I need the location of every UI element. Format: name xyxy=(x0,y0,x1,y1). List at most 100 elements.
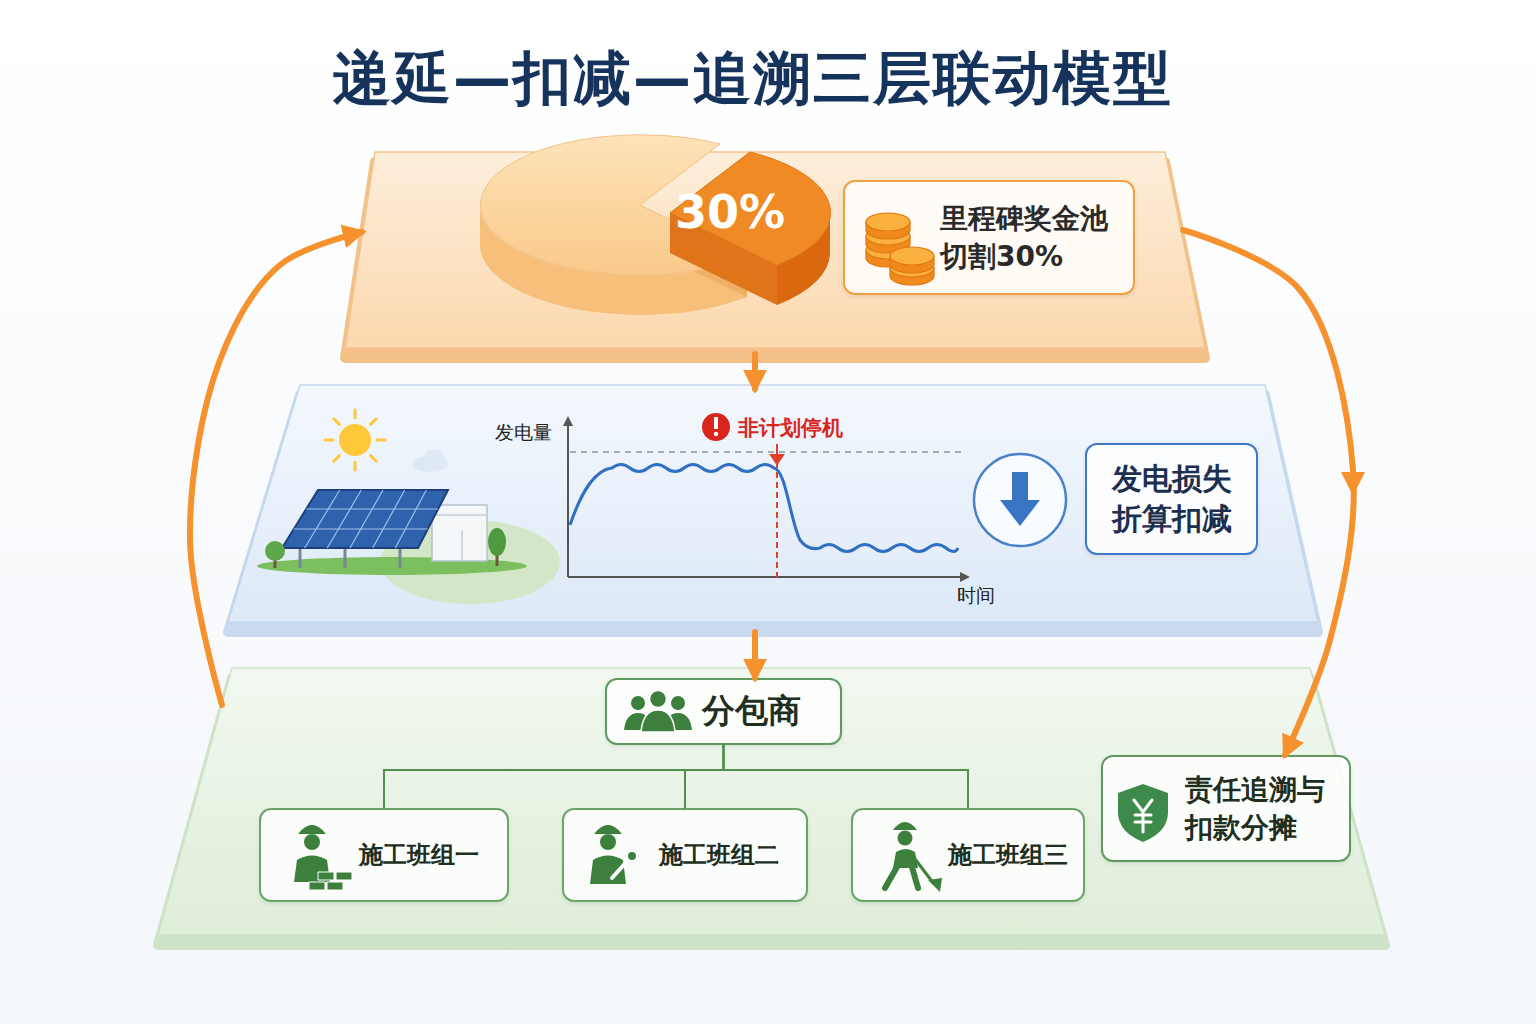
solar-scene xyxy=(257,410,560,604)
down-arrow-icon xyxy=(1000,472,1040,526)
person-head xyxy=(650,691,667,708)
process-box: 发电损失 折算扣减 xyxy=(1085,443,1258,555)
person-body xyxy=(664,713,692,730)
outage-pointer xyxy=(771,444,783,464)
person-head xyxy=(671,696,685,710)
coin xyxy=(890,268,934,285)
capacity-line xyxy=(570,451,962,453)
worker-body xyxy=(893,849,918,868)
worker-head xyxy=(898,831,913,846)
pie-top xyxy=(481,135,747,275)
diagram-title: 递延—扣减—追溯三层联动模型 xyxy=(0,40,1506,118)
layer-band: 30% 里程碑奖金池 切割30% xyxy=(345,152,1205,358)
wrench xyxy=(612,858,630,878)
hardhat xyxy=(298,825,326,834)
panel-legs xyxy=(300,548,400,568)
sun xyxy=(339,424,371,456)
node-label: 施工班组三 xyxy=(948,810,1083,900)
yen-symbol xyxy=(1134,800,1152,832)
worker-legs xyxy=(885,867,918,888)
slice-side xyxy=(777,213,830,305)
pie-slice xyxy=(670,152,831,265)
y-axis xyxy=(567,418,569,577)
worker-icon xyxy=(294,825,352,890)
process-box: 施工班组二 xyxy=(562,808,808,902)
node-label: 责任追溯与 扣款分摊 xyxy=(1185,757,1345,860)
deduction-icon xyxy=(974,454,1066,546)
layer-band: 发电量 非计划停机时间 发电损失 折算扣减 xyxy=(228,385,1318,632)
hill xyxy=(380,520,560,604)
coin xyxy=(890,256,934,273)
coin xyxy=(866,241,910,259)
node-label: 施工班组二 xyxy=(659,810,804,900)
people-icon xyxy=(624,691,692,733)
person-head xyxy=(631,696,645,710)
node-label: 里程碑奖金池 切割30% xyxy=(940,182,1125,293)
coin xyxy=(866,222,910,239)
coin xyxy=(866,236,910,253)
cloud-part xyxy=(424,449,444,465)
warning-icon xyxy=(702,413,730,441)
flow-arrow xyxy=(752,354,758,389)
process-box: 分包商 xyxy=(605,678,842,745)
shield-icon xyxy=(1118,784,1168,842)
tree-trunks xyxy=(275,552,497,568)
cloud-part xyxy=(412,456,448,472)
slice-inner-face xyxy=(670,152,750,253)
outage-marker xyxy=(776,462,778,577)
node-label: 施工班组一 xyxy=(359,810,504,900)
inverter-house xyxy=(432,505,487,561)
cloud xyxy=(412,449,448,472)
node-label: 时间 xyxy=(957,584,1007,608)
node-label: 分包商 xyxy=(702,680,832,743)
process-box: 施工班组一 xyxy=(259,808,509,902)
wrench-head xyxy=(627,851,637,861)
worker-icon xyxy=(590,825,637,884)
bricks xyxy=(309,872,352,890)
coins-icon xyxy=(866,213,934,285)
coin xyxy=(890,259,934,277)
slice-front-face xyxy=(670,213,777,305)
worker-head xyxy=(600,834,616,850)
shovel-blade xyxy=(928,878,942,892)
worker-body xyxy=(590,856,626,885)
icon-circle xyxy=(974,454,1066,546)
layer-band: 分包商施工班组一 施工班组二 施工班组三 责任追溯与 扣款分摊 xyxy=(158,668,1385,945)
warning-bar xyxy=(714,417,718,429)
band-face xyxy=(345,152,1205,348)
process-box: 里程碑奖金池 切割30% xyxy=(843,180,1135,295)
tree xyxy=(265,541,285,561)
x-axis xyxy=(568,576,968,578)
pie-cut-face xyxy=(640,205,747,297)
worker-icon xyxy=(885,822,942,892)
house-lines xyxy=(432,515,487,561)
arc-mid-arrowhead xyxy=(1341,472,1365,496)
person-body xyxy=(624,713,652,730)
coin xyxy=(866,250,910,267)
solar-panel xyxy=(282,490,448,548)
pie-side xyxy=(480,205,747,315)
generation-chart xyxy=(568,413,968,577)
panel-grid xyxy=(294,490,438,548)
tree xyxy=(488,528,506,556)
coin xyxy=(866,213,910,231)
flow-arrow xyxy=(1183,230,1354,755)
process-box: 施工班组三 xyxy=(851,808,1085,902)
sun-rays xyxy=(325,410,385,470)
node-label: 发电量 xyxy=(495,420,565,446)
shield xyxy=(1118,784,1168,842)
tree-line xyxy=(724,745,969,808)
worker-head xyxy=(304,834,320,850)
node-label: 非计划停机 xyxy=(738,413,868,443)
node-label: 发电损失 折算扣减 xyxy=(1101,445,1242,553)
node-label: 30% xyxy=(665,182,795,242)
band-face xyxy=(228,385,1318,622)
pie-chart xyxy=(480,135,831,315)
coin xyxy=(866,227,910,245)
flow-arrow xyxy=(752,632,758,678)
generation-curve xyxy=(570,465,958,552)
hardhat xyxy=(893,822,917,830)
shovel xyxy=(912,855,934,884)
